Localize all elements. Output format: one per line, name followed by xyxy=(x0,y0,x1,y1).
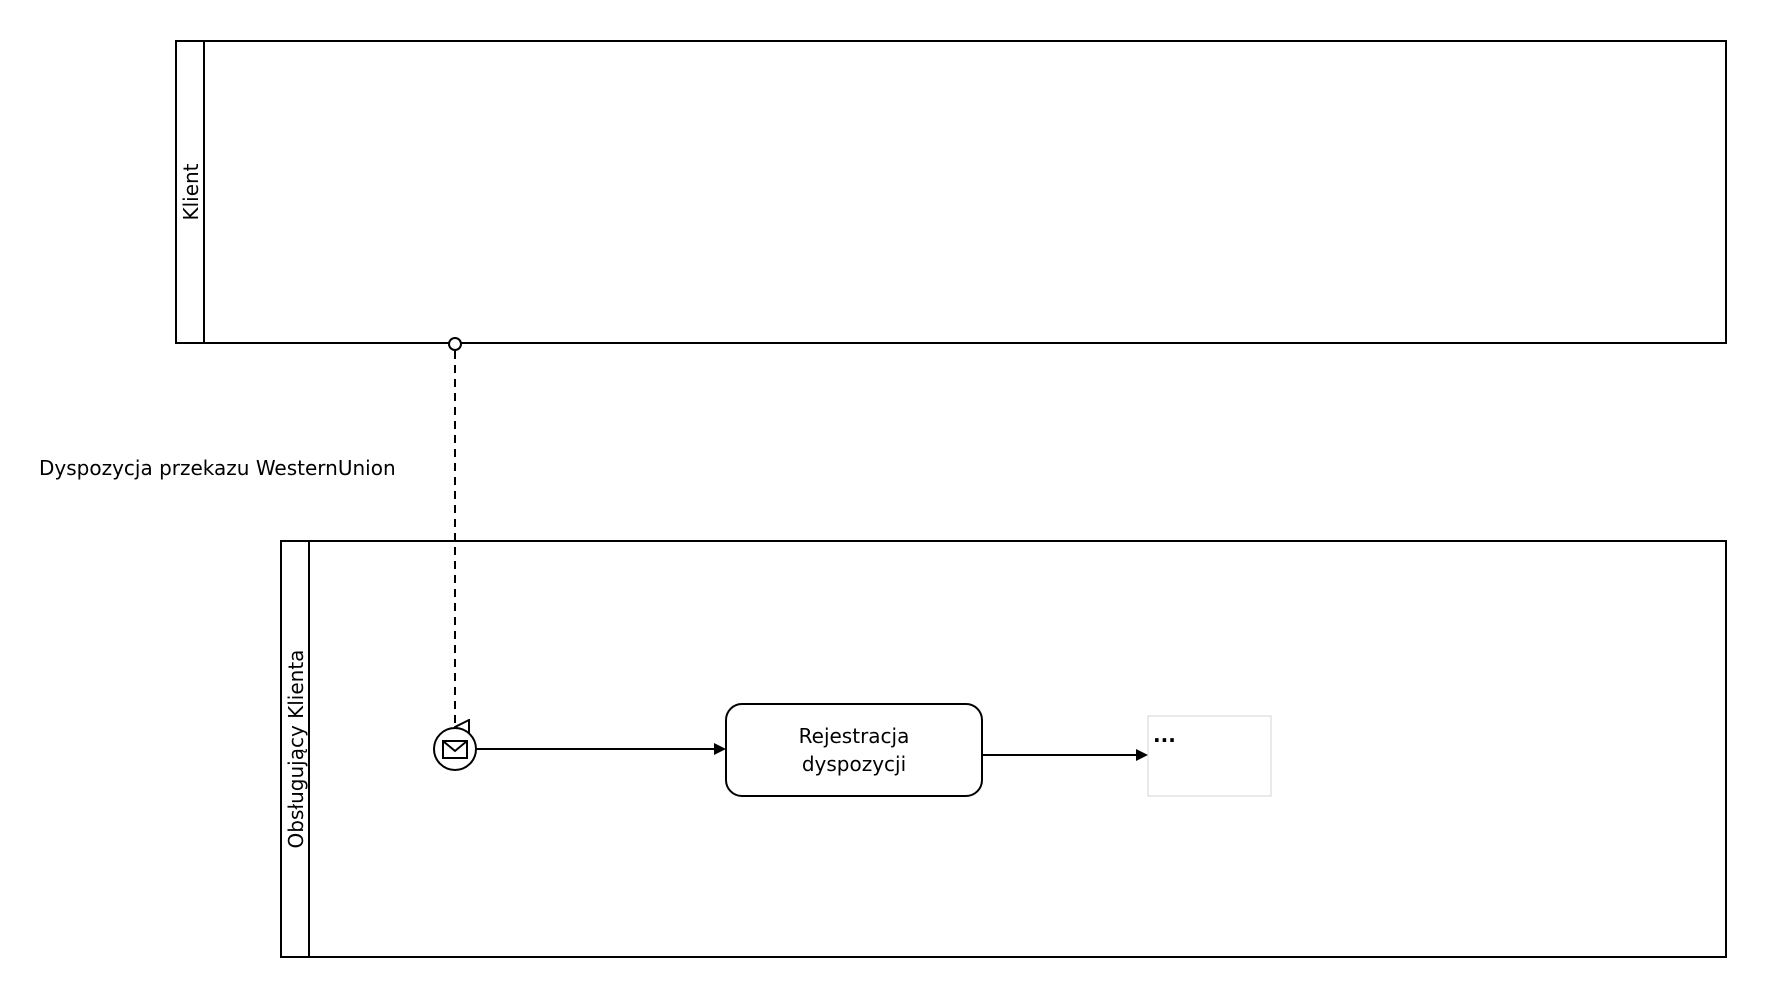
placeholder-label: ... xyxy=(1153,723,1176,747)
task-label-line-2: dyspozycji xyxy=(802,752,906,776)
placeholder-continuation[interactable]: ... xyxy=(1147,715,1272,797)
pool-klient-frame xyxy=(175,40,1727,344)
pool-klient[interactable]: Klient xyxy=(175,40,1727,344)
pool-obslugujacy-klienta-label: Obsługujący Klienta xyxy=(284,650,308,849)
task-label-line-1: Rejestracja xyxy=(799,724,910,748)
message-flow-source-marker xyxy=(448,337,462,351)
envelope-icon xyxy=(442,740,468,759)
message-flow-label: Dyspozycja przekazu WesternUnion xyxy=(39,456,396,480)
message-start-event[interactable] xyxy=(433,727,477,771)
placeholder-box xyxy=(1147,715,1272,797)
message-flow[interactable]: Dyspozycja przekazu WesternUnion xyxy=(39,337,462,727)
task-rejestracja-dyspozycji[interactable]: Rejestracja dyspozycji xyxy=(725,703,983,797)
task-box xyxy=(725,703,983,797)
pool-klient-label: Klient xyxy=(179,163,203,220)
